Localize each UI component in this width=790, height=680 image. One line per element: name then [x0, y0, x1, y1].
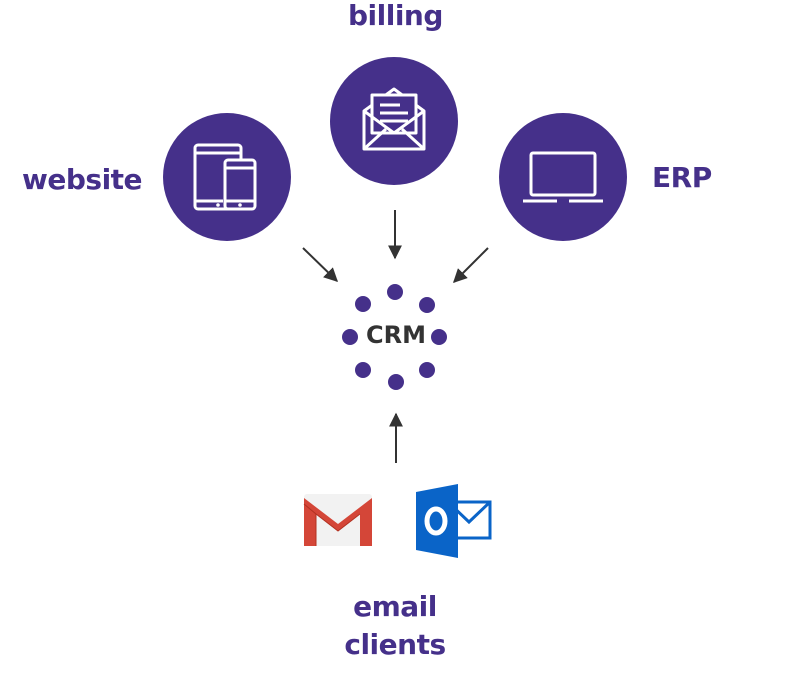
crm-dot-ring — [342, 284, 447, 390]
email-label-line2: clients — [344, 628, 446, 661]
crm-label: CRM — [366, 321, 426, 349]
erp-node — [499, 113, 627, 241]
email-label-line1: email — [353, 590, 437, 623]
envelope-letter-icon — [362, 87, 426, 151]
erp-label: ERP — [652, 161, 712, 194]
laptop-icon — [523, 151, 603, 203]
gmail-icon — [303, 494, 372, 546]
arrow-website-to-crm — [302, 247, 339, 282]
billing-label: billing — [348, 0, 443, 32]
tablet-phone-icon — [193, 143, 257, 211]
website-label: website — [22, 163, 143, 196]
arrow-erp-to-crm — [453, 247, 489, 283]
email-clients-label: email clients — [340, 588, 450, 664]
billing-node — [330, 57, 458, 185]
outlook-icon — [416, 484, 492, 558]
website-node — [163, 113, 291, 241]
